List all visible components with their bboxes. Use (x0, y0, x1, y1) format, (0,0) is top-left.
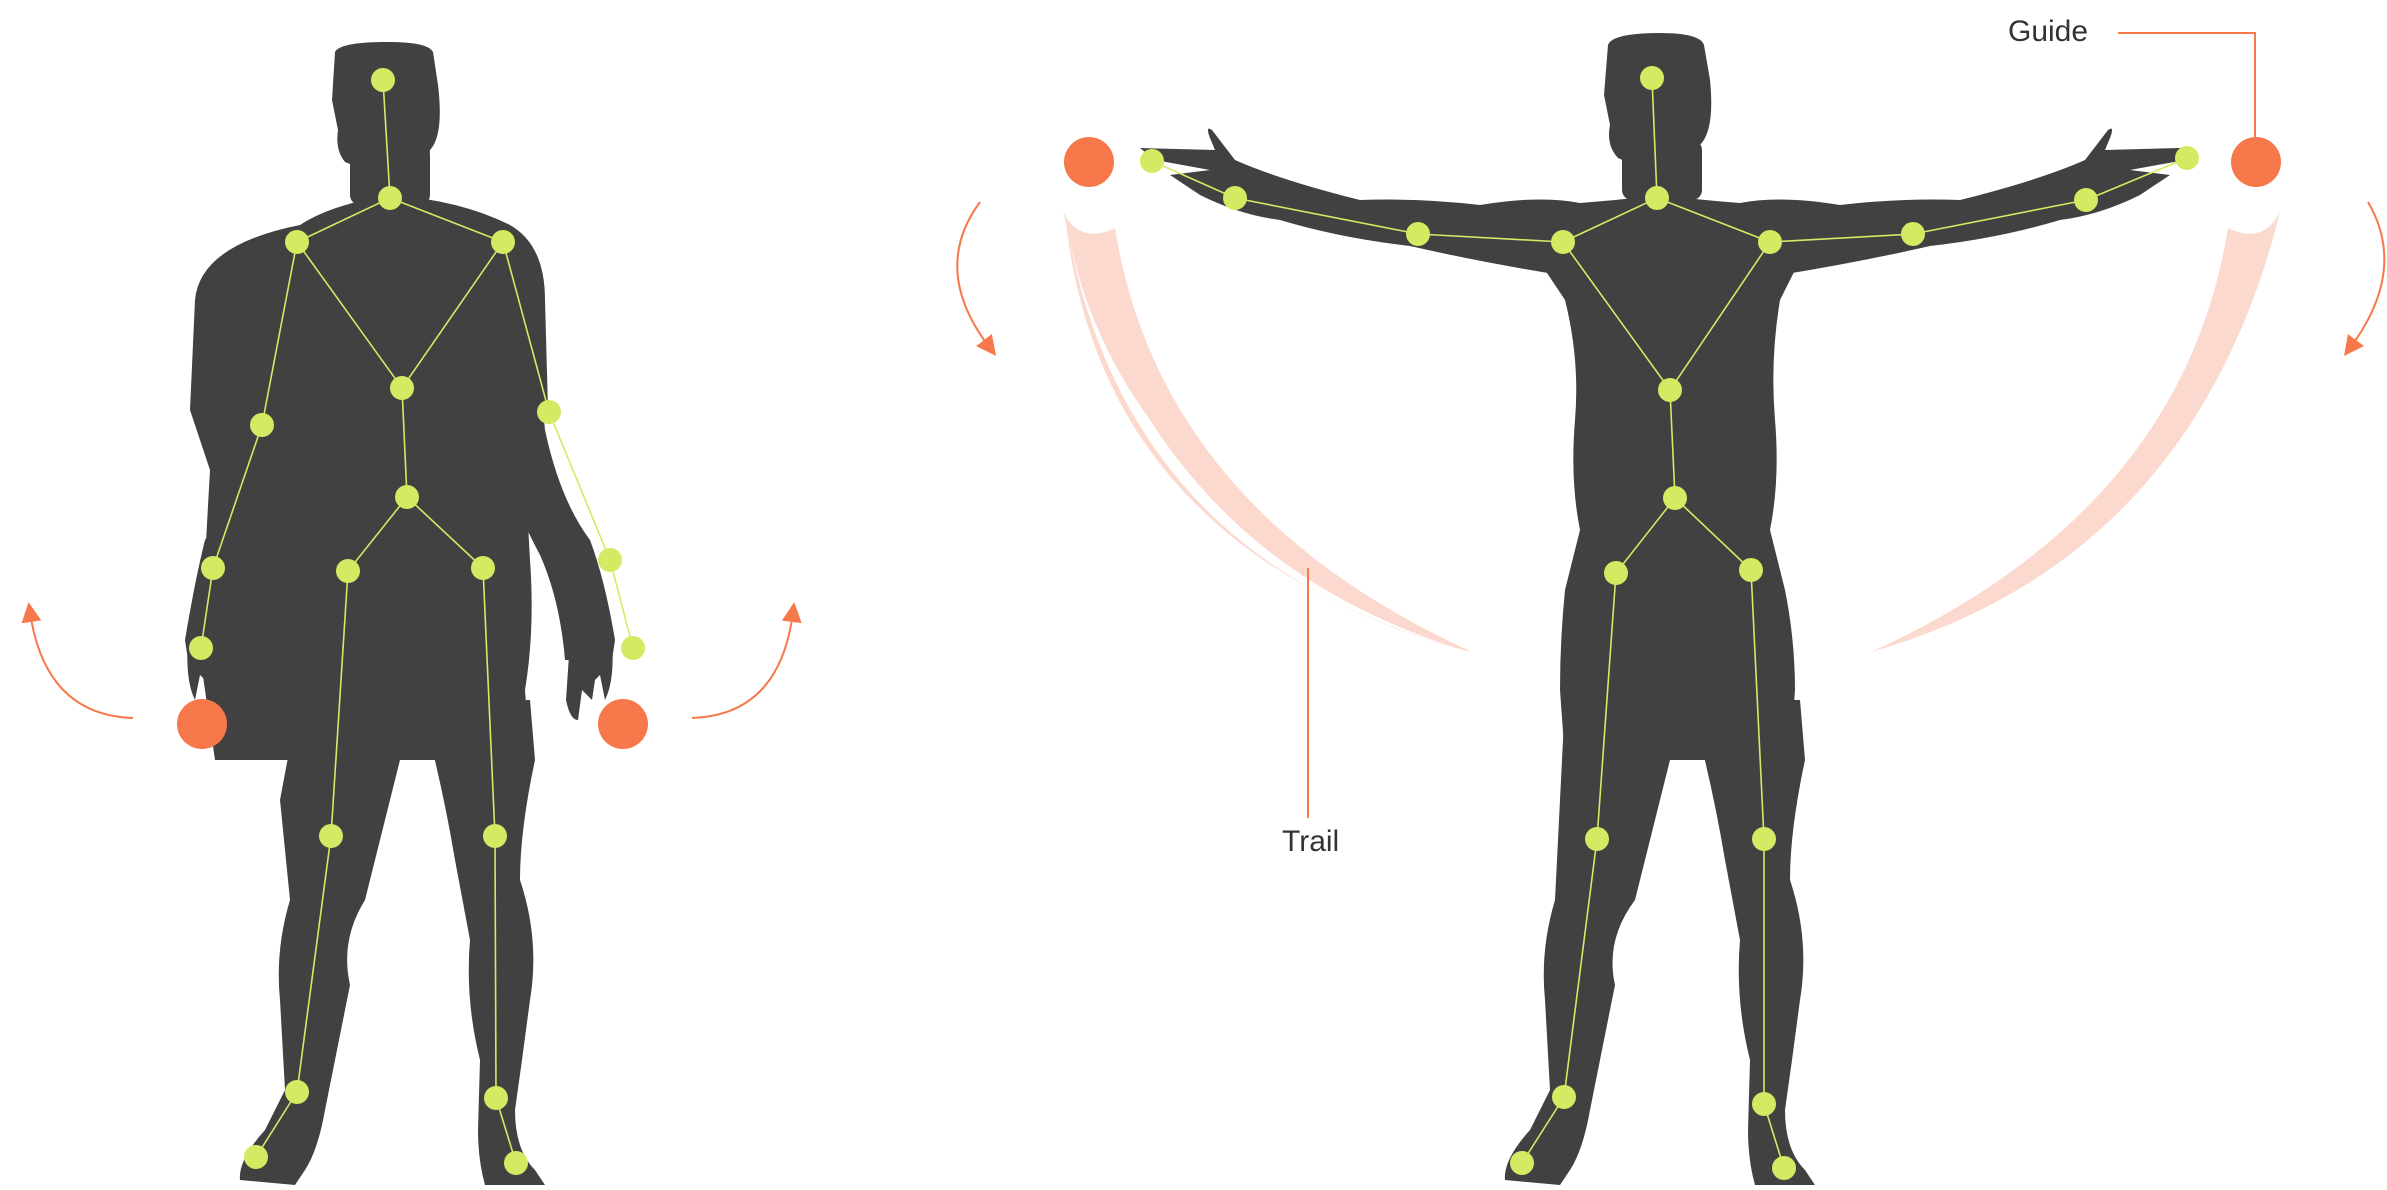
joint-ankle-right (484, 1086, 508, 1110)
joint-hand-left (189, 636, 213, 660)
joint-wrist-right (2074, 188, 2098, 212)
joint-ankle-left (285, 1080, 309, 1104)
joint-foot-left (1510, 1151, 1534, 1175)
joint-elbow-right (1901, 222, 1925, 246)
joint-ankle-right (1752, 1092, 1776, 1116)
arrow-up-left-icon (30, 612, 133, 718)
joint-elbow-right (537, 400, 561, 424)
trail-label: Trail (1282, 825, 1339, 859)
joint-hand-right (2175, 146, 2199, 170)
joint-hip-right (471, 556, 495, 580)
joint-shoulder-right (491, 230, 515, 254)
joint-shoulder-right (1758, 230, 1782, 254)
joint-wrist-left (201, 556, 225, 580)
joint-foot-right (504, 1151, 528, 1175)
joint-hip-left (1604, 561, 1628, 585)
guide-dot-left-low (177, 699, 227, 749)
joint-elbow-left (1406, 222, 1430, 246)
arrow-up-right-icon (692, 612, 793, 718)
joint-chest (1658, 378, 1682, 402)
joint-ankle-left (1552, 1085, 1576, 1109)
joint-chest (390, 376, 414, 400)
joint-pelvis (395, 485, 419, 509)
joint-head (371, 68, 395, 92)
arrow-down-left-icon (957, 202, 990, 348)
trail-left-shape (1063, 212, 1472, 652)
joint-pelvis (1663, 486, 1687, 510)
joint-neck (1645, 186, 1669, 210)
joint-elbow-left (250, 413, 274, 437)
guide-callout-line (2118, 33, 2255, 137)
joint-shoulder-left (1551, 230, 1575, 254)
joint-foot-right (1772, 1156, 1796, 1180)
joint-head (1640, 66, 1664, 90)
joint-foot-left (244, 1145, 268, 1169)
joint-hand-right (621, 636, 645, 660)
guide-dot-left-high (1064, 137, 1114, 187)
trail-right-shape (1871, 212, 2280, 652)
joint-knee-right (483, 824, 507, 848)
joint-knee-right (1752, 827, 1776, 851)
arrow-down-right-icon (2350, 202, 2384, 348)
joint-knee-left (1585, 827, 1609, 851)
guide-dot-right-low (598, 699, 648, 749)
joint-wrist-left (1223, 186, 1247, 210)
joint-neck (378, 186, 402, 210)
joint-hip-left (336, 559, 360, 583)
guide-label: Guide (2008, 15, 2088, 49)
joint-knee-left (319, 824, 343, 848)
figure-arms-down (30, 42, 793, 1185)
figure-t-pose (957, 33, 2384, 1185)
joint-hand-left (1140, 149, 1164, 173)
guide-dot-right-high (2231, 137, 2281, 187)
joint-hip-right (1739, 558, 1763, 582)
silhouette-left (185, 42, 615, 1185)
joint-wrist-right (598, 548, 622, 572)
joint-shoulder-left (285, 230, 309, 254)
